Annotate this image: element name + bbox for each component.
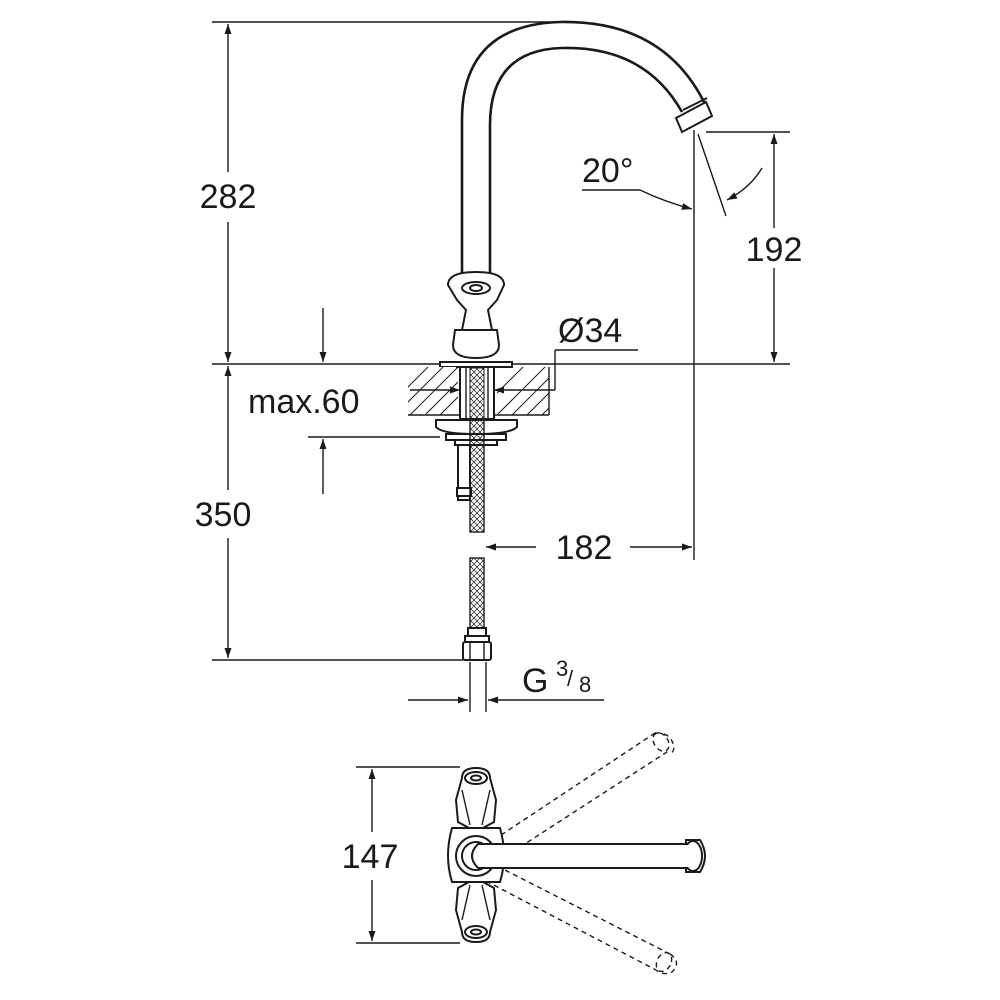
front-view: 282 192 20° Ø34 max.60	[195, 20, 803, 712]
front-handle	[446, 270, 506, 360]
extension-lines	[212, 21, 790, 712]
top-handle-lower	[454, 881, 498, 944]
spout-swing-positions	[485, 732, 678, 975]
handle-width-label: 147	[342, 838, 399, 876]
angle-label: 20°	[582, 152, 633, 190]
hose-length-label: 350	[195, 496, 252, 534]
thread-numerator-label: 3	[556, 656, 568, 681]
dim-hose-length: 350	[195, 366, 252, 658]
dim-handle-width: 147	[342, 766, 460, 944]
spout-outlet-height-label: 192	[746, 231, 803, 269]
dim-overall-height: 282	[200, 24, 257, 362]
dim-angle: 20°	[582, 152, 763, 210]
dim-max-thickness: max.60	[248, 308, 360, 494]
dim-spout-reach: 182	[486, 529, 692, 567]
spout	[460, 20, 714, 280]
dim-connection-thread: G 3 / 8	[408, 656, 604, 704]
spout-reach-label: 182	[556, 529, 613, 567]
thread-main-label: G	[522, 662, 548, 700]
top-handle-upper	[454, 766, 498, 829]
flex-hose	[462, 419, 492, 661]
hole-diameter-label: Ø34	[558, 312, 622, 350]
max-thickness-label: max.60	[248, 383, 360, 421]
thread-denominator-label: 8	[579, 672, 591, 697]
overall-height-label: 282	[200, 178, 257, 216]
dim-spout-outlet-height: 192	[746, 134, 803, 362]
top-spout-overlay	[471, 843, 688, 869]
top-view: 147	[342, 732, 706, 975]
dim-hole-diameter: Ø34	[410, 312, 638, 394]
thread-slash: /	[567, 666, 574, 691]
